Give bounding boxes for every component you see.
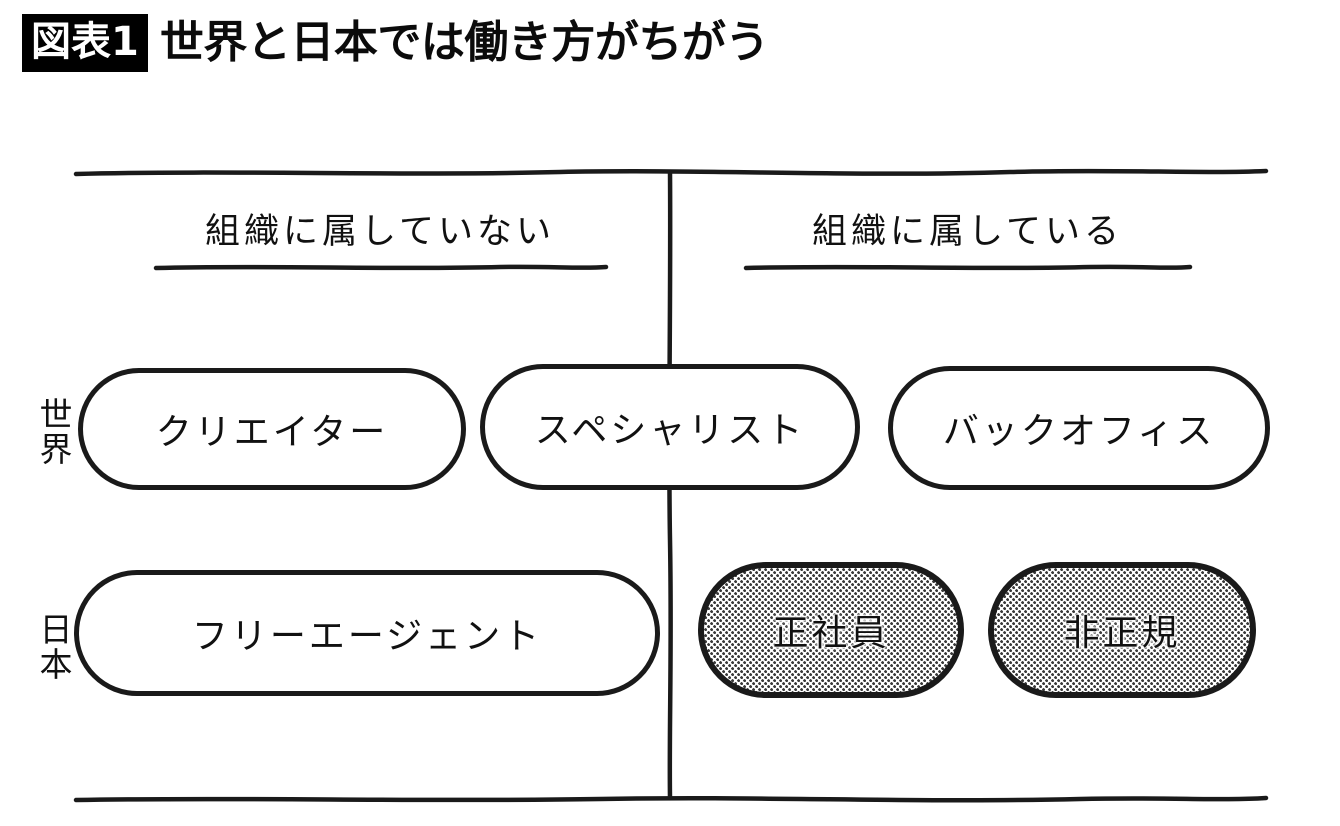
pill-specialist-label: スペシャリスト: [534, 410, 806, 451]
pill-specialist[interactable]: スペシャリスト: [480, 364, 860, 490]
pill-creator-label: クリエイター: [155, 412, 389, 453]
row-label-japan: 日本: [34, 612, 73, 682]
right-header-underline: [743, 264, 1193, 271]
pill-back-office-label: バックオフィス: [942, 411, 1216, 452]
pill-creator[interactable]: クリエイター: [78, 368, 466, 490]
pill-seishain-label: 正社員: [772, 613, 890, 654]
pill-seishain[interactable]: 正社員: [698, 562, 964, 698]
figure-title-text: 世界と日本では働き方がちがう: [159, 17, 770, 68]
bottom-rule: [73, 795, 1269, 803]
row-label-world: 世界: [34, 397, 73, 467]
pill-free-agent[interactable]: フリーエージェント: [74, 570, 660, 696]
top-rule: [73, 168, 1269, 177]
figure-title: 図表1 世界と日本では働き方がちがう: [22, 12, 769, 74]
column-header-not-in-organization: 組織に属していない: [205, 212, 555, 252]
pill-free-agent-label: フリーエージェント: [191, 616, 543, 657]
column-header-in-organization: 組織に属している: [812, 212, 1123, 252]
pill-hiseiki[interactable]: 非正規: [988, 562, 1256, 698]
pill-back-office[interactable]: バックオフィス: [888, 366, 1270, 490]
left-header-underline: [153, 264, 609, 271]
figure-number-badge: 図表1: [22, 14, 148, 72]
pill-hiseiki-label: 非正規: [1063, 613, 1181, 654]
